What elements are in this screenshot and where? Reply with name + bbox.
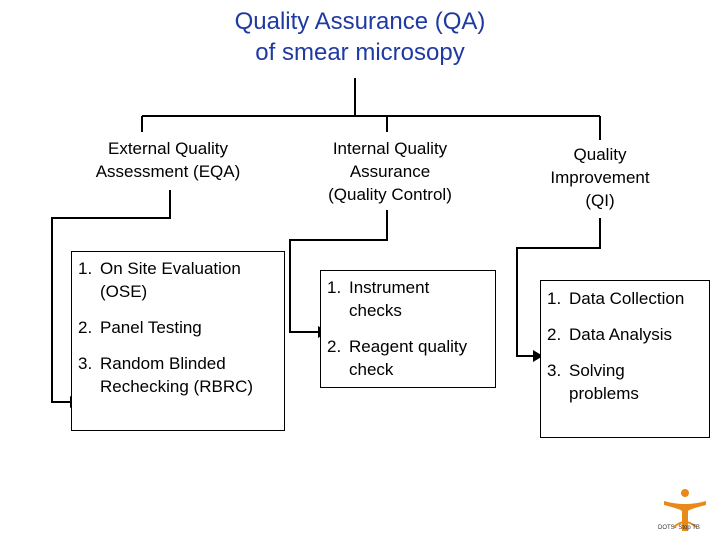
- item-number: 2.: [547, 325, 562, 344]
- list-item: 1. Instrument checks: [321, 276, 479, 322]
- heading-qi-line-3: (QI): [585, 191, 615, 210]
- title-line-2: of smear microsopy: [255, 39, 465, 66]
- diagram-title: Quality Assurance (QA) of smear microsop…: [0, 6, 720, 68]
- list-item: 1. Data Collection: [541, 287, 689, 310]
- item-text: On Site Evaluation (OSE): [100, 259, 241, 301]
- list-item: 2. Panel Testing: [72, 316, 284, 339]
- elbow-qi: [516, 218, 601, 357]
- logo-text: DOTS- Stop TB: [658, 525, 700, 531]
- item-number: 1.: [78, 259, 93, 278]
- item-text: Instrument checks: [349, 278, 430, 320]
- heading-iqa-line-3: (Quality Control): [328, 185, 452, 204]
- list-item: 2. Data Analysis: [541, 323, 709, 346]
- item-number: 1.: [327, 278, 342, 297]
- item-number: 1.: [547, 289, 562, 308]
- heading-eqa-line-1: External Quality: [108, 139, 228, 158]
- heading-iqa-line-1: Internal Quality: [332, 139, 448, 158]
- arrow-qi: [533, 350, 543, 362]
- list-item: 3. Random Blinded Rechecking (RBRC): [72, 352, 270, 398]
- heading-eqa: External Quality Assessment (EQA): [62, 137, 274, 183]
- heading-iqa: Internal Quality Assurance (Quality Cont…: [292, 137, 488, 206]
- heading-qi-line-2: Improvement: [550, 168, 650, 187]
- list-item: 2. Reagent quality check: [321, 335, 489, 381]
- box-qi: 1. Data Collection 2. Data Analysis 3. S…: [540, 280, 710, 438]
- box-iqa: 1. Instrument checks 2. Reagent quality …: [320, 270, 496, 388]
- item-text: Solving problems: [569, 361, 639, 403]
- heading-qi-line-1: Quality: [573, 145, 627, 164]
- item-text: Random Blinded Rechecking (RBRC): [100, 354, 254, 396]
- item-text: Panel Testing: [100, 318, 202, 337]
- list-item: 3. Solving problems: [541, 359, 679, 405]
- heading-eqa-line-2: Assessment (EQA): [95, 162, 241, 181]
- dots-figure-logo-icon: [652, 487, 718, 539]
- item-text: Reagent quality check: [349, 337, 468, 379]
- item-number: 2.: [327, 337, 342, 356]
- box-eqa: 1. On Site Evaluation (OSE) 2. Panel Tes…: [71, 251, 285, 431]
- item-number: 3.: [78, 354, 93, 373]
- list-item: 1. On Site Evaluation (OSE): [72, 257, 280, 303]
- elbow-eqa: [51, 190, 171, 403]
- item-number: 2.: [78, 318, 93, 337]
- item-text: Data Analysis: [569, 325, 672, 344]
- heading-iqa-line-2: Assurance: [349, 162, 431, 181]
- title-line-1: Quality Assurance (QA): [234, 8, 486, 35]
- item-number: 3.: [547, 361, 562, 380]
- heading-qi: Quality Improvement (QI): [512, 143, 688, 212]
- item-text: Data Collection: [569, 289, 685, 308]
- elbow-iqa: [289, 210, 388, 333]
